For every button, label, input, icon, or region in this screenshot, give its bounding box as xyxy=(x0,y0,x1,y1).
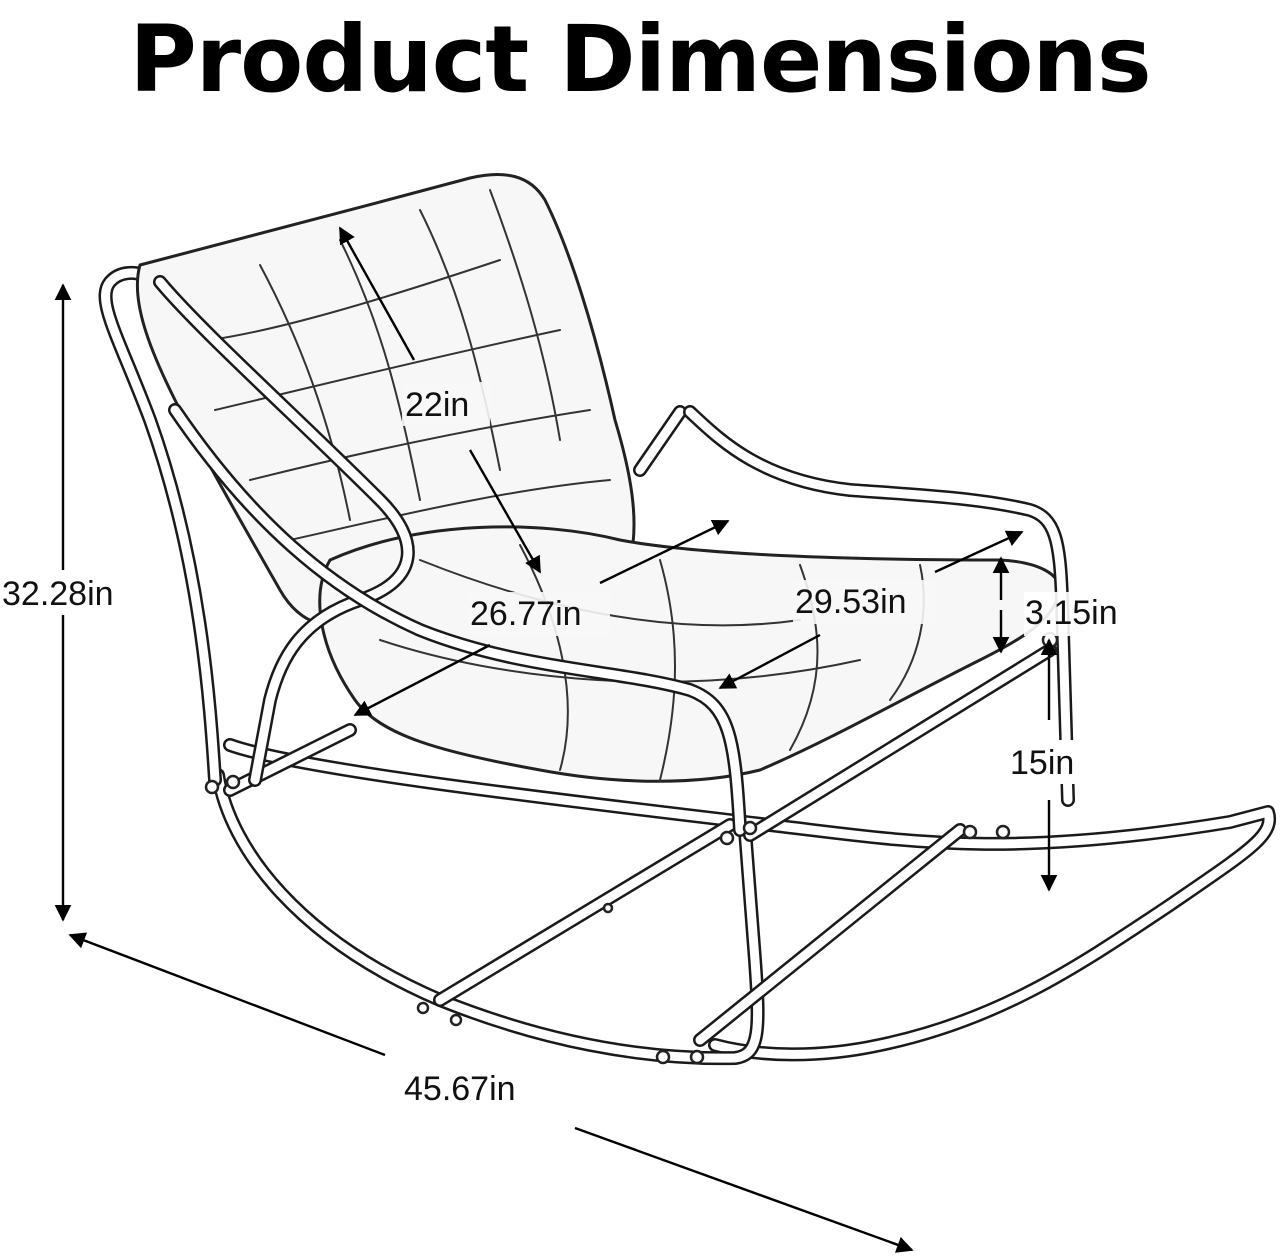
page-title: Product Dimensions xyxy=(129,6,1151,113)
seat-width-dimension-line xyxy=(599,519,730,585)
seat-depth-label: 29.53in xyxy=(795,583,907,621)
length-dimension-line-lower xyxy=(574,1126,914,1253)
backrest-height-label: 22in xyxy=(405,386,469,424)
armrest-frame xyxy=(153,275,1075,837)
total-height-label: 32.28in xyxy=(2,575,114,613)
seat-depth-dimension-line xyxy=(934,530,1024,574)
backrest-dimension-line xyxy=(338,226,416,361)
total-length-label: 45.67in xyxy=(404,1070,516,1108)
seat-width-label: 26.77in xyxy=(470,595,582,633)
length-dimension-line xyxy=(68,932,386,1057)
seat-height-label: 15in xyxy=(1010,744,1074,782)
dimension-lines xyxy=(54,226,1058,1253)
cushion-thickness-label: 3.15in xyxy=(1025,594,1118,632)
dimension-labels: 32.28in 22in 26.77in 29.53in 3.15in 15in… xyxy=(0,382,1140,1110)
near-rocker-rail xyxy=(211,768,765,1066)
seat-depth-dimension-line-lower xyxy=(718,633,821,690)
seat-width-dimension-line-lower xyxy=(353,643,491,717)
backrest-dimension-line-lower xyxy=(468,449,542,574)
back-frame xyxy=(98,266,687,787)
far-rocker-rail xyxy=(223,738,1277,1062)
frame-bolts xyxy=(204,631,1059,1065)
